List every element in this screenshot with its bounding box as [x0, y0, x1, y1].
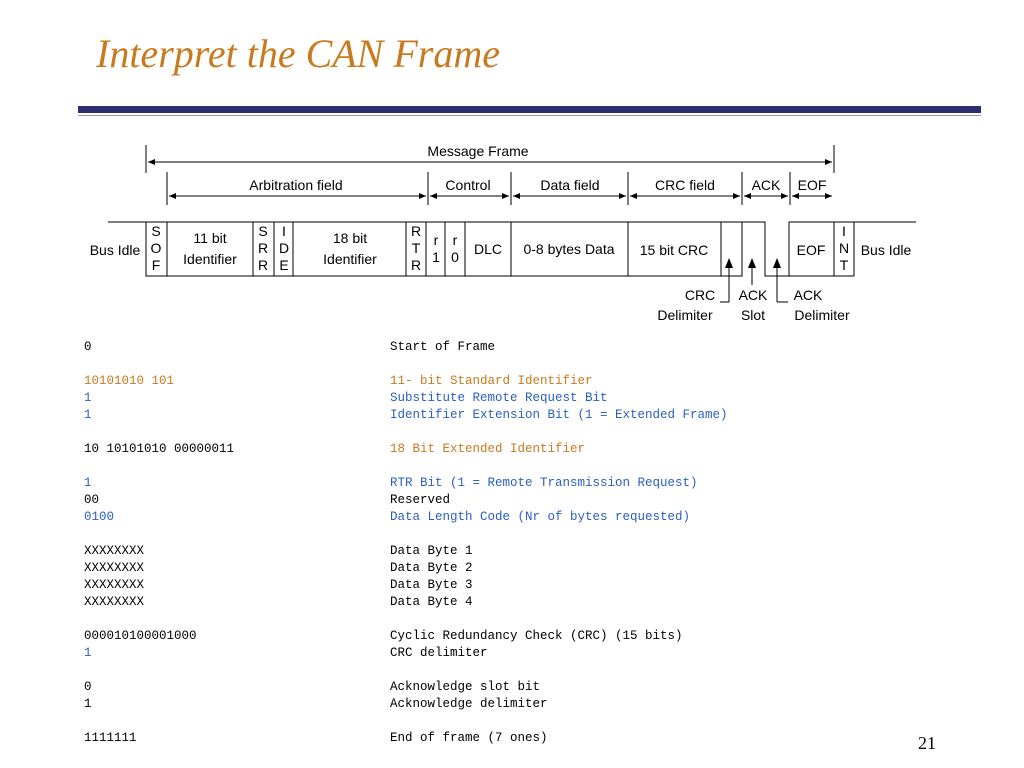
slide-title: Interpret the CAN Frame: [96, 31, 501, 76]
bit-value: 1: [84, 476, 92, 490]
bit-value: 0: [84, 680, 92, 694]
ide-letter: D: [279, 240, 289, 256]
int-letter: T: [840, 257, 849, 273]
crc-delimiter-label: CRC: [685, 287, 715, 303]
r1-line: r: [434, 232, 439, 248]
bit-description: Data Byte 3: [390, 578, 473, 592]
bit-description: Identifier Extension Bit (1 = Extended F…: [390, 408, 728, 422]
sof-letter: F: [152, 257, 161, 273]
int-letter: N: [839, 240, 849, 256]
bit-value: 1: [84, 408, 92, 422]
bit-value: 00: [84, 493, 100, 507]
bit-description: CRC delimiter: [390, 646, 488, 660]
can-frame-diagram: Message Frame Arbitration field Control …: [90, 141, 916, 323]
bit-description: Data Byte 4: [390, 595, 473, 609]
bus-idle-right: Bus Idle: [861, 242, 912, 258]
bit-description: Cyclic Redundancy Check (CRC) (15 bits): [390, 629, 683, 643]
ide-letter: E: [279, 257, 288, 273]
data-bytes-label: 0-8 bytes Data: [523, 241, 614, 257]
srr-letter: R: [258, 240, 268, 256]
bit-description: Data Byte 2: [390, 561, 473, 575]
bit-description: 11- bit Standard Identifier: [390, 374, 593, 388]
crc15-label: 15 bit CRC: [640, 242, 708, 258]
bit-description: Acknowledge delimiter: [390, 697, 548, 711]
bit-value: XXXXXXXX: [84, 544, 145, 558]
bit-value: XXXXXXXX: [84, 595, 145, 609]
bit-description: RTR Bit (1 = Remote Transmission Request…: [390, 476, 698, 490]
bit-value: 10101010 101: [84, 374, 175, 388]
ack-slot-label: ACK: [739, 287, 768, 303]
label-arbitration-field: Arbitration field: [249, 177, 342, 193]
int-letter: I: [842, 223, 846, 239]
bit-description: Acknowledge slot bit: [390, 680, 541, 694]
bit-value: XXXXXXXX: [84, 578, 145, 592]
id18-line: Identifier: [323, 251, 377, 267]
label-message-frame: Message Frame: [427, 143, 528, 159]
ack-delimiter-label: Delimiter: [794, 307, 850, 323]
ide-letter: I: [282, 223, 286, 239]
crc-delimiter-label: Delimiter: [657, 307, 713, 323]
id18-line: 18 bit: [333, 230, 367, 246]
ack-delimiter-label: ACK: [794, 287, 823, 303]
ack-slot-label: Slot: [741, 307, 765, 323]
id11-line: Identifier: [183, 251, 237, 267]
bit-value: 1: [84, 697, 92, 711]
rtr-letter: R: [411, 223, 421, 239]
srr-letter: R: [258, 257, 268, 273]
bit-value: 0: [84, 340, 92, 354]
sof-letter: S: [151, 223, 160, 239]
bit-value: 1: [84, 646, 92, 660]
bit-description: End of frame (7 ones): [390, 731, 548, 745]
bit-description: 18 Bit Extended Identifier: [390, 442, 586, 456]
bit-value: 0100: [84, 510, 115, 524]
page-number: 21: [918, 733, 936, 753]
dlc-label: DLC: [474, 241, 502, 257]
bit-value: XXXXXXXX: [84, 561, 145, 575]
bit-description: Data Byte 1: [390, 544, 473, 558]
label-eof: EOF: [798, 177, 827, 193]
bit-description: Substitute Remote Request Bit: [390, 391, 608, 405]
bit-value: 1: [84, 391, 92, 405]
label-crc-field: CRC field: [655, 177, 715, 193]
bit-value: 000010100001000: [84, 629, 197, 643]
bit-description: Start of Frame: [390, 340, 496, 354]
title-rule: [78, 106, 981, 113]
bit-description: Reserved: [390, 493, 451, 507]
rtr-letter: T: [412, 240, 421, 256]
id11-line: 11 bit: [193, 230, 226, 246]
bit-value: 1111111: [84, 731, 137, 745]
label-ack: ACK: [752, 177, 781, 193]
bit-value: 10 10101010 00000011: [84, 442, 235, 456]
r0-line: r: [453, 232, 458, 248]
r1-line: 1: [432, 249, 440, 265]
bus-idle-left: Bus Idle: [90, 242, 141, 258]
label-data-field: Data field: [540, 177, 599, 193]
rtr-letter: R: [411, 257, 421, 273]
label-control: Control: [445, 177, 490, 193]
r0-line: 0: [451, 249, 459, 265]
bit-description: Data Length Code (Nr of bytes requested): [390, 510, 691, 524]
title-rule-shadow: [78, 115, 981, 116]
sof-letter: O: [151, 240, 162, 256]
srr-letter: S: [258, 223, 267, 239]
eof-box-label: EOF: [797, 242, 826, 258]
